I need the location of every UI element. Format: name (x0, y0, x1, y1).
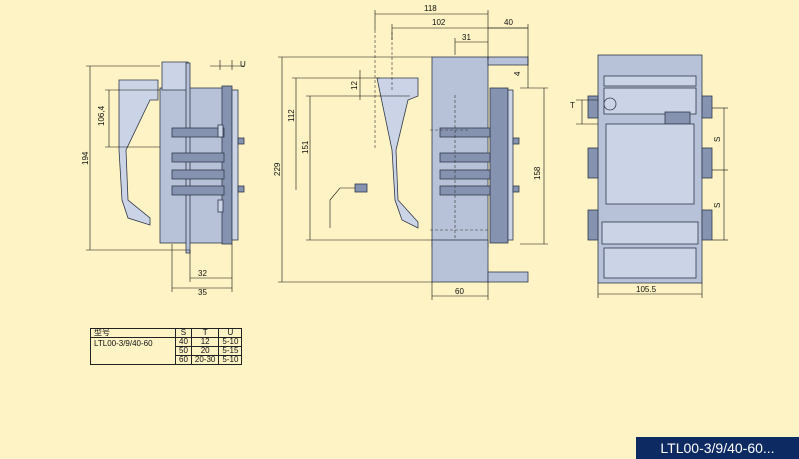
model-value: LTL00-3/9/40-60 (90, 337, 176, 365)
side-view-left (118, 61, 245, 254)
dim-s-2: S (713, 203, 722, 208)
dim-112: 112 (287, 109, 296, 122)
dim-u-top: U (240, 60, 246, 69)
model-badge: LTL00-3/9/40-60... (636, 437, 799, 459)
dim-t: T (570, 101, 575, 110)
dim-4: 4 (513, 71, 522, 76)
dim-s-1: S (713, 137, 722, 142)
dim-32: 32 (198, 269, 207, 278)
dim-60: 60 (455, 287, 464, 296)
dim-35: 35 (198, 288, 207, 297)
dim-105-5: 105.5 (636, 285, 657, 294)
dim-106-4: 106,4 (97, 105, 106, 126)
dim-40: 40 (504, 18, 513, 27)
side-view-middle (329, 56, 529, 283)
dim-12: 12 (350, 81, 359, 90)
front-view (587, 54, 713, 284)
table-cell: 60 (175, 355, 192, 365)
dim-158: 158 (533, 166, 542, 180)
model-header: 型号 (90, 328, 176, 338)
dim-31: 31 (462, 33, 471, 42)
dim-151: 151 (301, 140, 310, 154)
table-cell: 5-10 (218, 355, 243, 365)
spec-table: 型号 S T U LTL00-3/9/40-60 40 12 5-10 50 2… (90, 328, 243, 365)
dim-194: 194 (81, 151, 90, 165)
dim-229: 229 (273, 162, 282, 176)
dim-102: 102 (432, 18, 446, 27)
dim-118: 118 (424, 4, 437, 13)
table-cell: 20-30 (190, 355, 220, 365)
